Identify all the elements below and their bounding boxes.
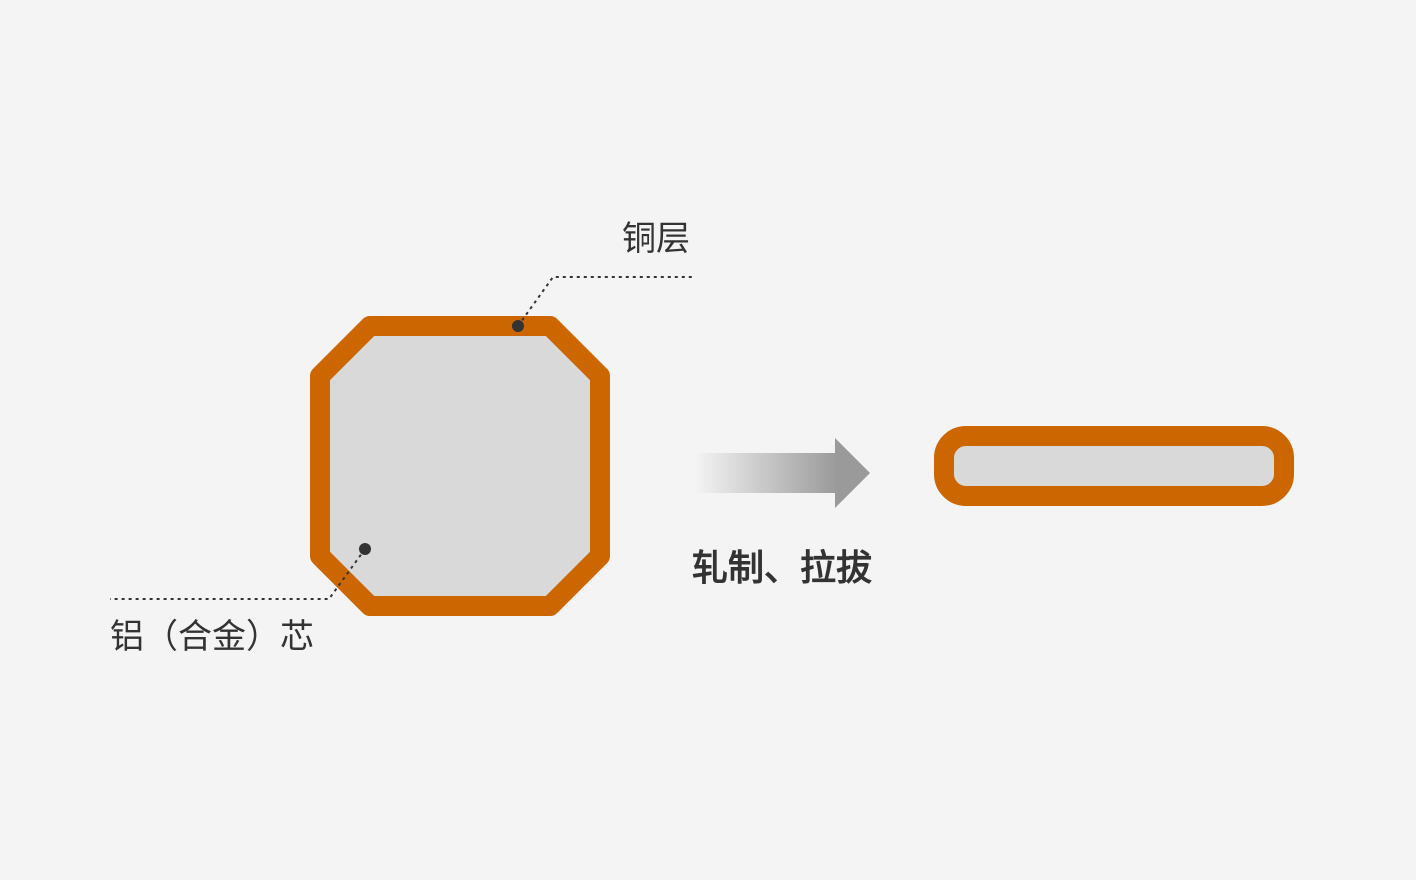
process-arrow [695,438,870,508]
copper-layer-marker [512,320,524,332]
process-label: 轧制、拉拔 [692,548,873,589]
octagon-copper-layer [310,316,610,616]
copper-layer-label: 铜层 [622,219,690,259]
core-marker [359,543,371,555]
core-label: 铝（合金）芯 [110,617,314,657]
flattened-strip-copper-layer [934,426,1294,506]
